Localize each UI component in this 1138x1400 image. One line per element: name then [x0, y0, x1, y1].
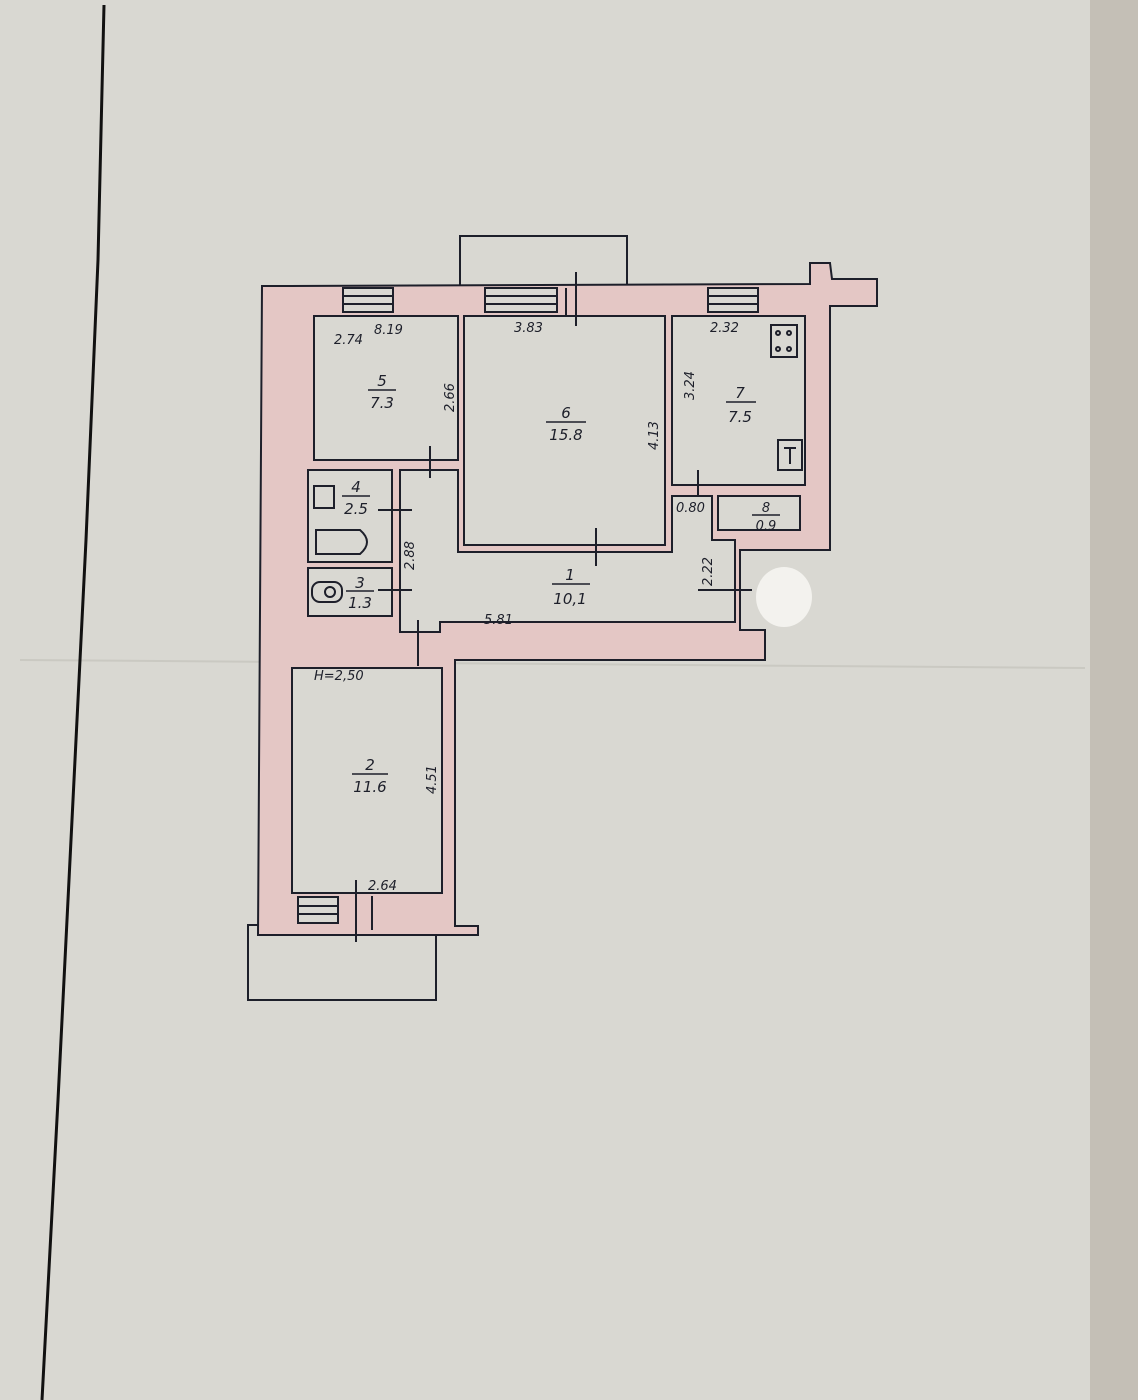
room-4-number: 4: [351, 478, 361, 496]
stove-burner-icon: [786, 330, 792, 336]
room-6-area: 15.8: [549, 426, 582, 444]
room-2-floor: [291, 667, 443, 894]
stove-icon: [770, 324, 798, 358]
stove-burner-icon: [775, 346, 781, 352]
room-3-floor: [307, 567, 393, 617]
bathtub-sink-icon: [313, 485, 335, 509]
door-marks: [355, 272, 752, 942]
room-6-floor: [463, 315, 666, 546]
fixtures: [311, 324, 803, 603]
dim-room7-width: 2.32: [710, 321, 739, 336]
frame-margin-line: [40, 4, 106, 1400]
window-room6: [484, 287, 558, 313]
stove-burner-icon: [786, 346, 792, 352]
windows: [297, 287, 759, 924]
dim-room5-height: 2.66: [443, 383, 458, 412]
room-4-floor: [307, 469, 393, 563]
room-8-number: 8: [762, 501, 770, 516]
room-8-floor: [717, 495, 801, 531]
room-8-area: 0.9: [756, 519, 777, 534]
room-7-number: 7: [735, 384, 745, 402]
room-floors: [291, 315, 806, 894]
room-6-number: 6: [561, 404, 571, 422]
dim-room2-width: 2.64: [368, 879, 397, 894]
dim-hall-width: 5.81: [484, 613, 513, 628]
room-5-number: 5: [377, 372, 387, 390]
room-3-number: 3: [355, 574, 365, 592]
room-1-area: 10,1: [553, 590, 586, 608]
dim-room7-height: 3.24: [683, 371, 698, 400]
window-room5: [342, 287, 394, 313]
room-5-floor: [313, 315, 459, 461]
dim-room5-width: 2.74: [334, 333, 363, 348]
room-2-number: 2: [365, 756, 375, 774]
dim-room8-width: 0.80: [676, 501, 705, 516]
dim-bath-height: 2.88: [403, 541, 418, 570]
room-4-area: 2.5: [344, 500, 368, 518]
kitchen-sink-icon: [777, 439, 803, 471]
room-3-area: 1.3: [348, 594, 372, 612]
room-1-floor: [399, 469, 736, 633]
window-room2: [297, 896, 339, 924]
dim-room6-width: 3.83: [514, 321, 543, 336]
dim-room5-width-alt: 8.19: [374, 323, 403, 338]
bathtub-icon: [315, 529, 368, 555]
room-1-number: 1: [565, 566, 575, 584]
ceiling-height-label: H=2,50: [314, 669, 364, 684]
dim-hall-height: 2.22: [701, 557, 716, 586]
paper-fold-line: [19, 659, 1086, 669]
toilet-icon: [311, 581, 343, 603]
stove-burner-icon: [775, 330, 781, 336]
paper-right-edge: [1090, 0, 1138, 1400]
room-7-area: 7.5: [728, 408, 752, 426]
paper-blot: [756, 567, 812, 627]
room-7-floor: [671, 315, 806, 486]
dimension-labels: 2.74 8.19 2.66 3.83 4.13 2.32 3.24 0.80 …: [314, 321, 739, 894]
dim-room6-height: 4.13: [647, 421, 662, 450]
kitchen-sink-basin-icon: [784, 447, 796, 464]
room-2-area: 11.6: [353, 778, 386, 796]
window-room7: [707, 287, 759, 313]
dim-room2-height: 4.51: [425, 765, 440, 794]
room-labels: 5 7.3 6 15.8 7 7.5 8 0.9 4 2.5 3 1.3 1 1…: [342, 372, 780, 796]
toilet-seat-icon: [324, 586, 336, 598]
room-5-area: 7.3: [370, 394, 394, 412]
